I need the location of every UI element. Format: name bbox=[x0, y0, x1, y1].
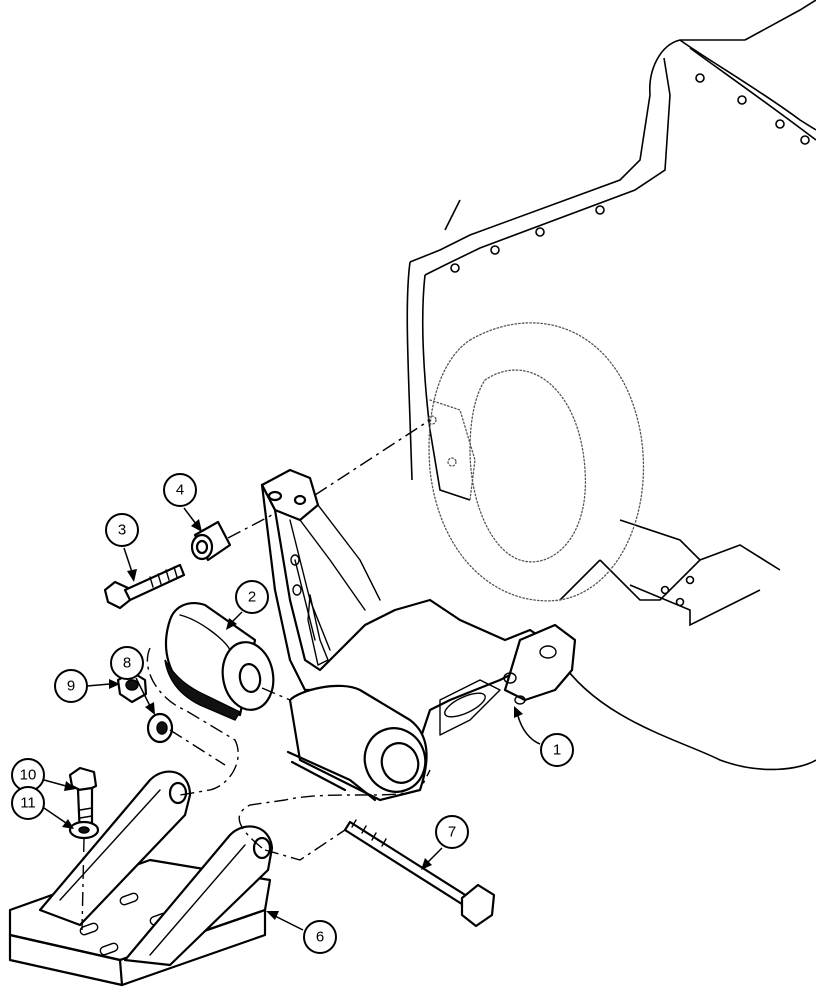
callout-1-circle bbox=[540, 733, 574, 767]
callout-4-circle bbox=[163, 473, 197, 507]
callout-6-circle bbox=[303, 920, 337, 954]
callout-3-circle bbox=[105, 513, 139, 547]
callout-2-label: 2 bbox=[248, 589, 256, 606]
callout-7-label: 7 bbox=[448, 824, 456, 841]
callout-7-circle bbox=[435, 815, 469, 849]
callout-6: 6 bbox=[266, 911, 337, 954]
callout-10-label: 10 bbox=[20, 767, 37, 784]
part-11-washer bbox=[68, 820, 100, 840]
callout-6-label: 6 bbox=[316, 929, 324, 946]
flywheel-dotted-outline bbox=[427, 322, 644, 602]
part-4-spacer bbox=[190, 520, 232, 562]
callout-2-circle bbox=[235, 580, 269, 614]
callout-11-label: 11 bbox=[20, 795, 36, 812]
callout-9: 9 bbox=[54, 669, 120, 703]
part-7-long-bolt bbox=[343, 819, 496, 928]
callout-4-label: 4 bbox=[176, 482, 184, 499]
callout-3-label: 3 bbox=[118, 522, 126, 539]
part-1-mount-bracket bbox=[260, 468, 577, 802]
callout-7: 7 bbox=[421, 815, 469, 870]
callout-10: 10 bbox=[11, 758, 76, 792]
callout-1: 1 bbox=[514, 706, 574, 767]
callout-8-circle bbox=[110, 646, 144, 680]
callout-11-circle bbox=[11, 786, 45, 820]
part-3-bolt bbox=[103, 563, 186, 610]
callout-8: 8 bbox=[110, 646, 155, 715]
part-8-washer bbox=[146, 712, 174, 744]
assembly-centerlines bbox=[81, 419, 431, 931]
callout-1-label: 1 bbox=[553, 742, 561, 759]
callout-9-label: 9 bbox=[67, 678, 75, 695]
callout-2: 2 bbox=[226, 580, 269, 630]
part-2-rubber-isolator bbox=[164, 602, 275, 721]
callout-8-label: 8 bbox=[123, 655, 131, 672]
engine-housing-phantom bbox=[406, 0, 816, 771]
callout-11: 11 bbox=[11, 786, 74, 829]
callout-9-circle bbox=[54, 669, 88, 703]
callout-3: 3 bbox=[105, 513, 139, 582]
callout-4: 4 bbox=[163, 473, 202, 532]
part-6-base-clevis bbox=[8, 770, 274, 987]
